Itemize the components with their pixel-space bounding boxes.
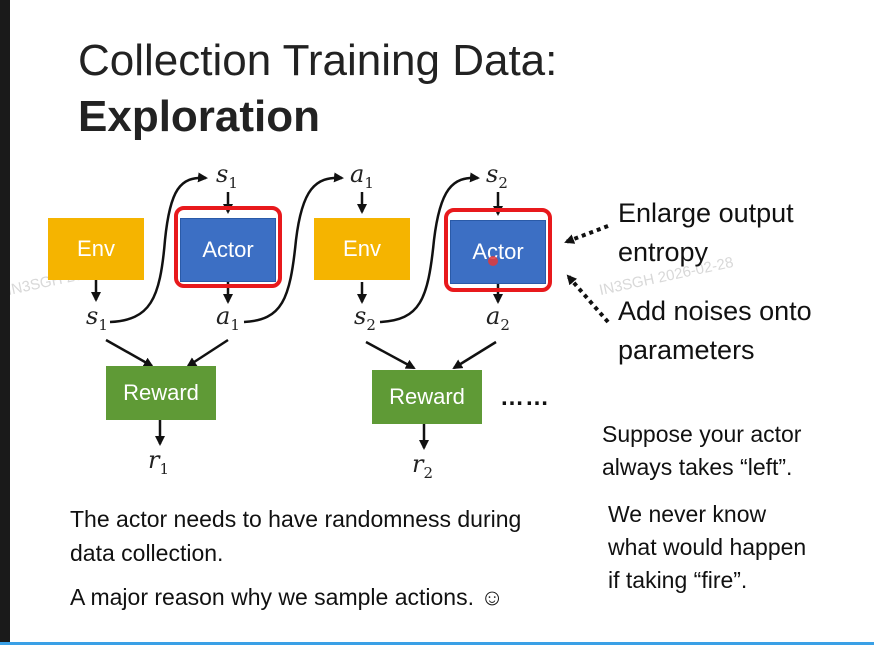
diagram-connectors: [91, 172, 610, 450]
note-add-noises: Add noises onto parameters: [618, 296, 812, 365]
reward-box-2: Reward: [372, 370, 482, 424]
var-r1: r1: [148, 446, 170, 478]
var-a2-bottom: a2: [486, 302, 510, 334]
arrow-a1-reward1: [186, 338, 229, 368]
arrow-s1-reward1: [105, 338, 154, 368]
note-never-know: We never know what would happen if takin…: [608, 501, 807, 593]
highlight-actor-2: [444, 208, 552, 292]
actor-box-2: Actor: [450, 220, 546, 284]
env-box-1: Env: [48, 218, 144, 280]
var-s1-top: s1: [216, 160, 238, 192]
curve-a1: [243, 172, 344, 324]
body-randomness: The actor needs to have randomness durin…: [70, 506, 522, 566]
cursor-dot: [488, 256, 498, 266]
var-a1-bottom: a1: [216, 302, 240, 334]
arrow-s2-reward2: [365, 340, 416, 370]
var-s2-bottom: s2: [354, 302, 376, 334]
dotted-arrow-entropy: [564, 224, 609, 244]
curve-s2: [379, 172, 480, 324]
actor-box-1: Actor: [180, 218, 276, 282]
env-box-2: Env: [314, 218, 410, 280]
title-line-2: Exploration: [78, 92, 321, 141]
note-suppose-left: Suppose your actor always takes “left”.: [602, 421, 802, 480]
bottom-accent-line: [0, 642, 874, 645]
slide: Collection Training Data: Exploration IN…: [10, 0, 874, 642]
note-enlarge-entropy: Enlarge output entropy: [618, 198, 794, 267]
highlight-actor-1: [174, 206, 282, 288]
var-r2: r2: [412, 450, 434, 482]
ellipsis: ……: [500, 384, 550, 411]
dotted-arrow-noise: [566, 274, 610, 324]
var-a1-top: a1: [350, 160, 374, 192]
body-sample-actions: A major reason why we sample actions. ☺: [70, 584, 504, 610]
title-line-1: Collection Training Data:: [78, 36, 558, 85]
curve-s1: [109, 172, 208, 324]
arrow-a2-reward2: [452, 340, 497, 370]
reward-box-1: Reward: [106, 366, 216, 420]
var-s2-top: s2: [486, 160, 508, 192]
var-s1-bottom: s1: [86, 302, 108, 334]
